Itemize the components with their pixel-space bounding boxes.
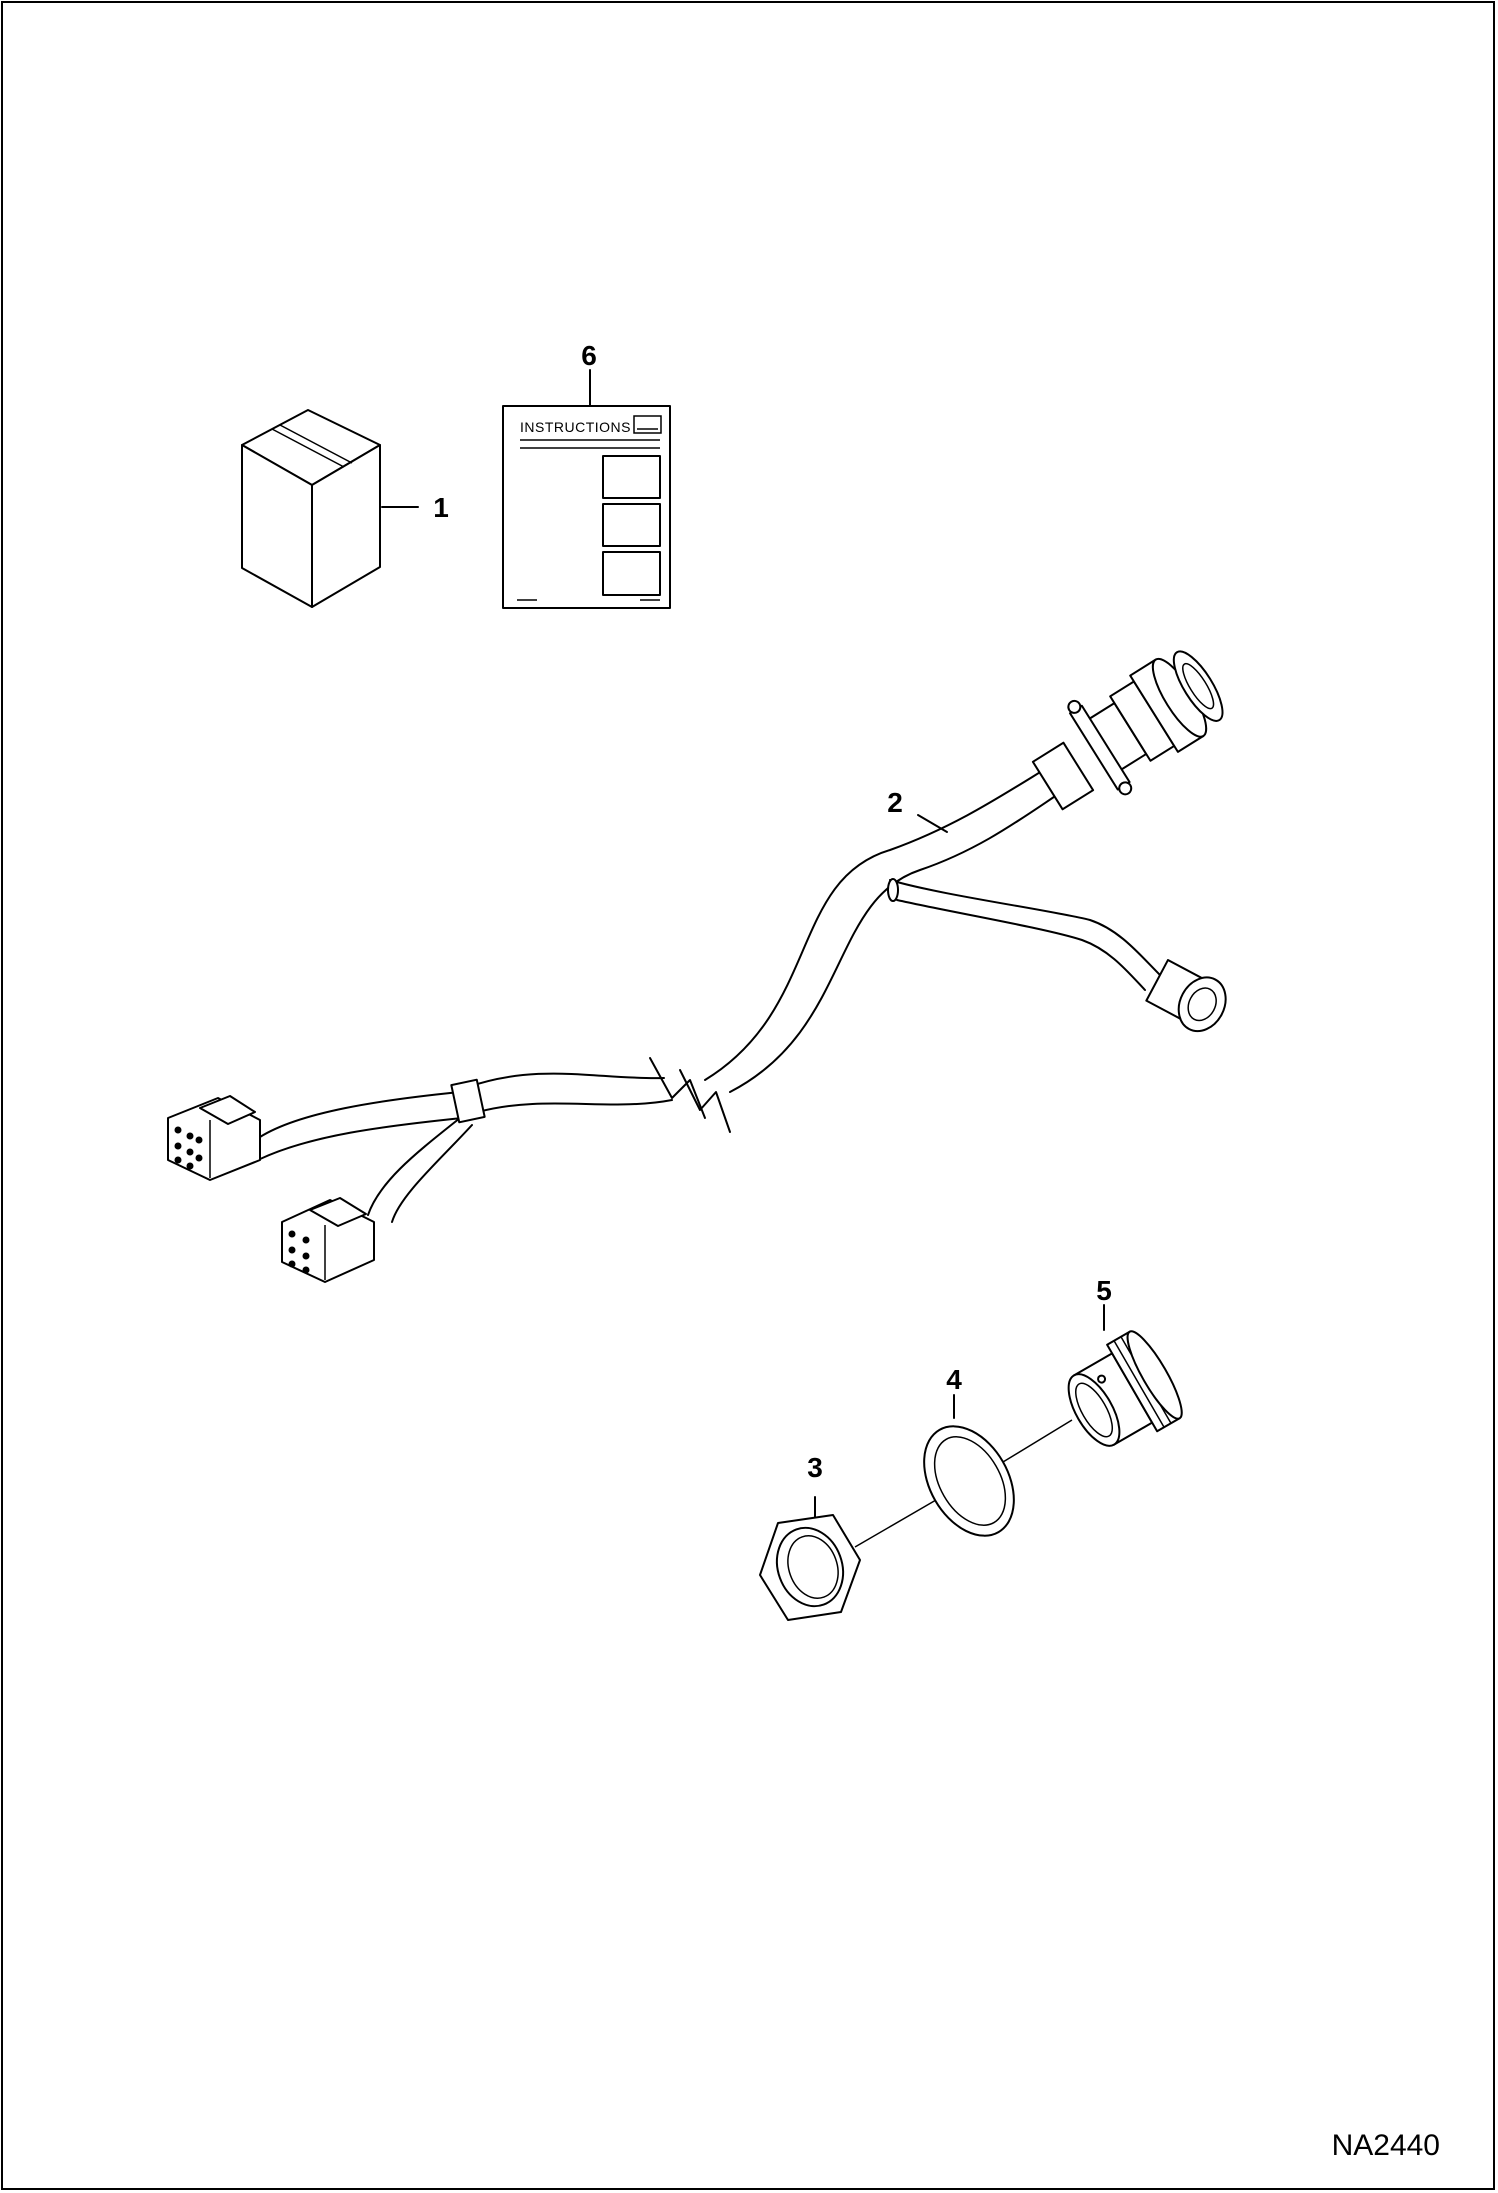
part-6-instruction-sheet: INSTRUCTIONS [502,369,671,609]
callout-4: 4 [946,1364,962,1395]
document-code: NA2440 [1332,2129,1440,2162]
callout-6: 6 [581,340,597,371]
part-3-hex-nut [759,1496,861,1621]
part-2-wiring-harness [167,650,1227,1283]
callout-3: 3 [807,1452,823,1483]
callout-5: 5 [1096,1275,1112,1306]
callout-2: 2 [887,787,903,818]
part-4-washer [923,1394,1015,1537]
part-5-receptacle [1067,1304,1183,1447]
callout-1: 1 [433,492,449,523]
harness-connector-a [167,1095,261,1181]
part-1-box [241,409,419,608]
instructions-header: INSTRUCTIONS [520,419,631,435]
harness-connector-b [281,1197,375,1283]
